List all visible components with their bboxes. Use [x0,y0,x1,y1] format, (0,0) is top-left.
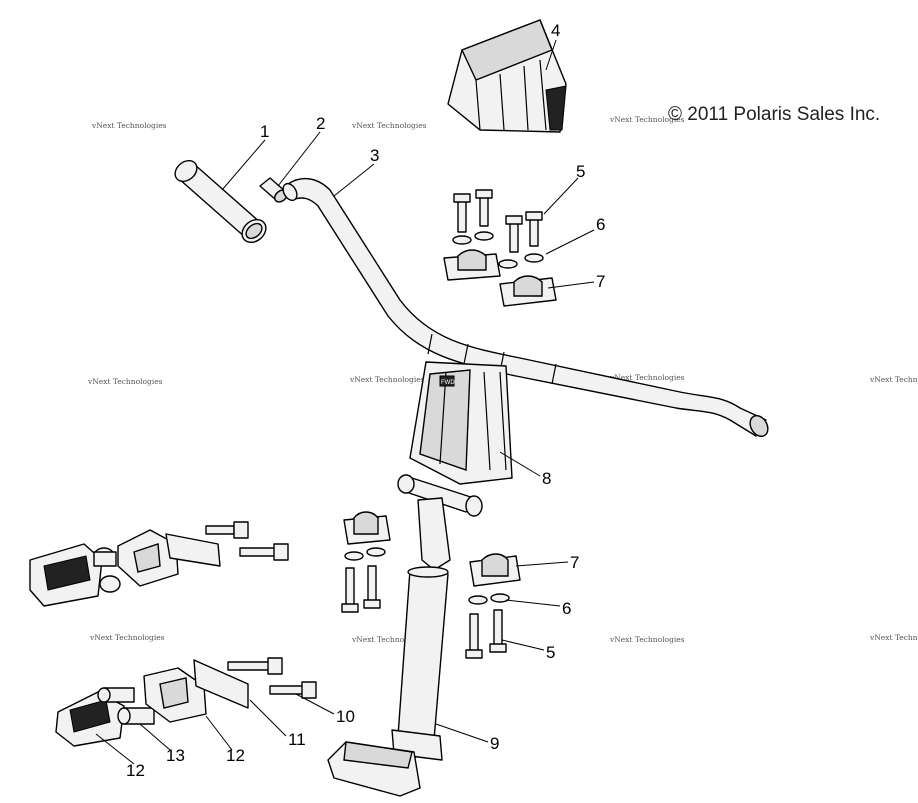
fwd-label: FWD [441,380,455,386]
watermark: vNext Technologies [91,121,167,130]
callout-numbers: 1 2 3 4 5 6 7 8 7 6 5 9 10 11 12 13 12 [126,21,605,780]
callout-1: 1 [260,122,269,141]
watermark: vNext Technologies [89,633,165,642]
callout-12-right: 12 [226,746,245,765]
watermark: vNext Technologies [349,375,425,384]
riser-set-lower [55,657,317,747]
watermark: vNext Technologies [869,633,918,642]
part-9-steering-post [327,474,483,797]
callout-7-lower: 7 [570,553,579,572]
callout-10: 10 [336,707,355,726]
watermark: vNext Technologies [609,115,685,124]
callout-6-lower: 6 [562,599,571,618]
callout-5-upper: 5 [576,162,585,181]
watermark: vNext Technologies [351,121,427,130]
riser-set-upper [29,521,289,607]
callout-13: 13 [166,746,185,765]
lower-clamp-set [341,511,521,659]
callout-12-left: 12 [126,761,145,780]
leader-lines [95,39,595,765]
callout-7-upper: 7 [596,272,605,291]
upper-clamp-set [443,189,557,307]
callout-9: 9 [490,734,499,753]
watermark: vNext Technologies [351,635,427,644]
part-3-handlebar [282,177,769,438]
watermark: vNext Technologies [609,373,685,382]
part-8-steering-pad: FWD [409,361,513,485]
callout-4: 4 [551,21,560,40]
callout-6-upper: 6 [596,215,605,234]
watermark: vNext Technologies [609,635,685,644]
part-4-handlebar-pad [447,19,567,133]
watermark: vNext Technologies [87,377,163,386]
copyright-text: © 2011 Polaris Sales Inc. [668,104,881,125]
callout-3: 3 [370,146,379,165]
callout-2: 2 [316,114,325,133]
callout-5-lower: 5 [546,643,555,662]
part-1-grip-tube [174,159,267,244]
callout-11: 11 [288,730,306,749]
watermarks: vNext Technologies vNext Technologies vN… [87,115,918,644]
watermark: vNext Technologies [869,375,918,384]
callout-8: 8 [542,469,551,488]
